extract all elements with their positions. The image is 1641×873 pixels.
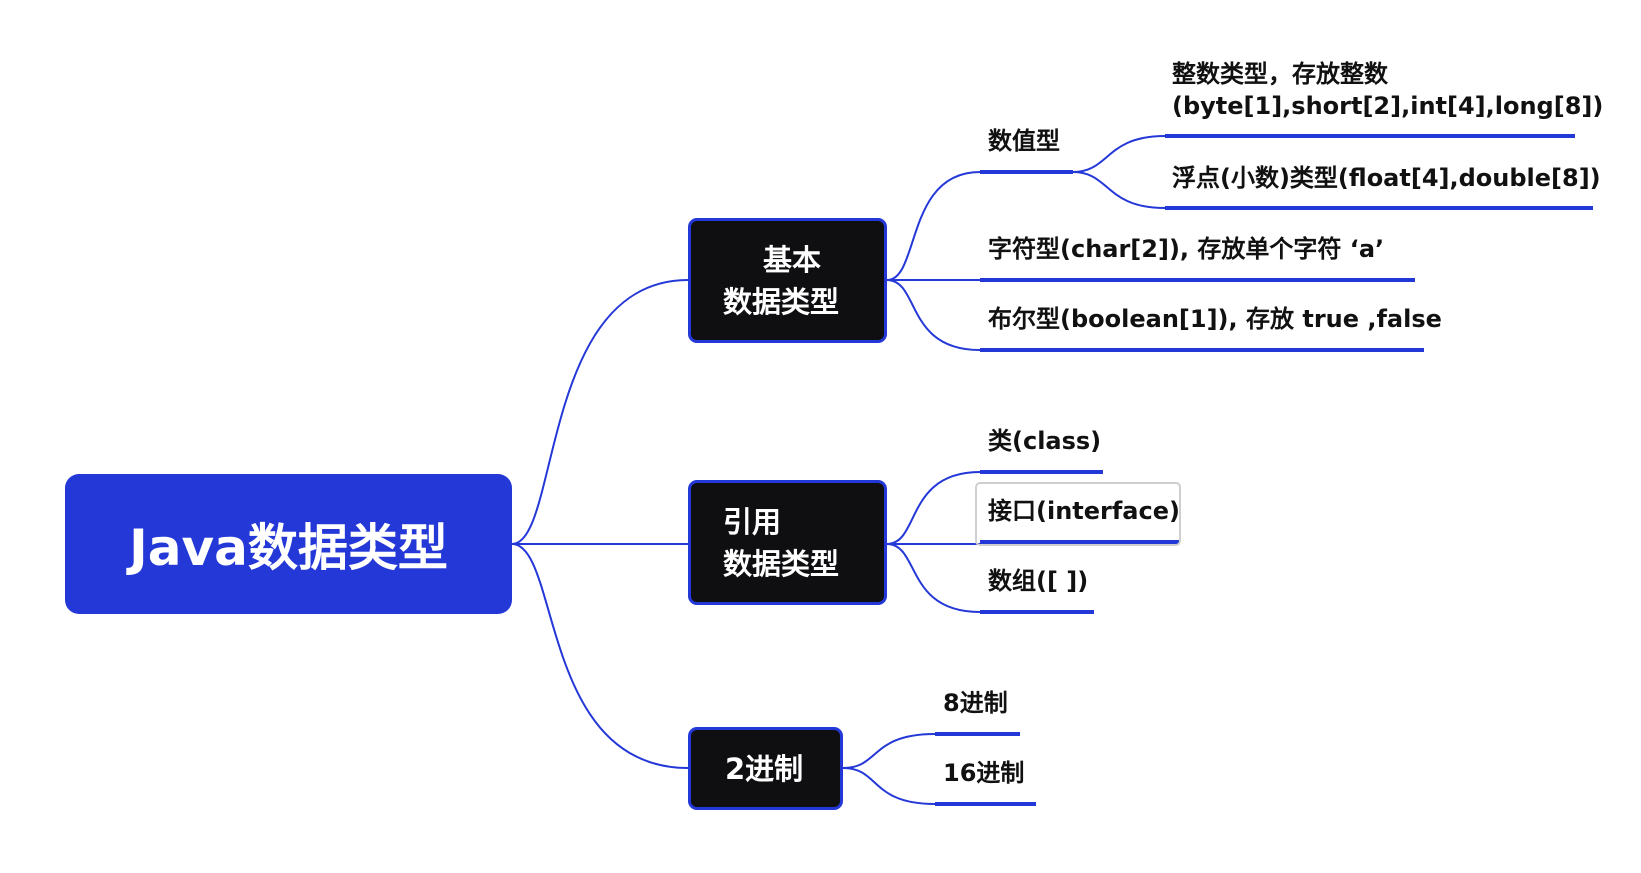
- edge-ref-class: [886, 471, 981, 545]
- edge-basic-numeric: [886, 171, 981, 281]
- edge-ref-array: [886, 543, 981, 613]
- node-label-line: 2进制: [725, 751, 804, 786]
- node-label: 16进制: [943, 759, 1025, 787]
- edge-bin-8: [842, 733, 936, 769]
- node-binary[interactable]: 2进制: [688, 727, 843, 810]
- node-label-line: (byte[1],short[2],int[4],long[8]): [1172, 92, 1604, 120]
- root-label: Java数据类型: [129, 519, 448, 577]
- node-label-line: 数据类型: [723, 284, 840, 319]
- node-basic-types[interactable]: 基本 数据类型: [688, 218, 887, 343]
- node-label: 字符型(char[2]), 存放单个字符 ‘a’: [988, 235, 1385, 263]
- node-numeric[interactable]: 数值型: [988, 125, 1060, 157]
- edge-basic-bool: [886, 279, 981, 351]
- node-array[interactable]: 数组([ ]): [988, 565, 1088, 597]
- node-interface[interactable]: 接口(interface): [988, 495, 1180, 527]
- root-node[interactable]: Java数据类型: [65, 474, 512, 614]
- node-reference-types[interactable]: 引用 数据类型: [688, 480, 887, 605]
- edge-numeric-int: [1072, 135, 1166, 173]
- node-label-line: 基本: [763, 242, 822, 277]
- edge-root-basic: [511, 279, 689, 545]
- node-label-line: 引用: [723, 504, 782, 539]
- edge-bin-16: [842, 767, 936, 805]
- node-class[interactable]: 类(class): [988, 425, 1101, 457]
- node-label: 布尔型(boolean[1]), 存放 true ,false: [988, 305, 1442, 333]
- node-bool-type[interactable]: 布尔型(boolean[1]), 存放 true ,false: [988, 303, 1442, 335]
- node-label-line: 整数类型，存放整数: [1172, 60, 1388, 88]
- node-octal[interactable]: 8进制: [943, 687, 1008, 719]
- edge-numeric-float: [1072, 171, 1166, 209]
- node-label: 浮点(小数)类型(float[4],double[8]): [1172, 164, 1601, 192]
- node-integer-type[interactable]: 整数类型，存放整数 (byte[1],short[2],int[4],long[…: [1172, 58, 1603, 122]
- node-label: 数值型: [988, 127, 1060, 155]
- node-label-line: 数据类型: [723, 546, 840, 581]
- node-label: 接口(interface): [988, 497, 1180, 525]
- node-label: 8进制: [943, 689, 1008, 717]
- node-float-type[interactable]: 浮点(小数)类型(float[4],double[8]): [1172, 162, 1601, 194]
- node-label: 数组([ ]): [988, 567, 1089, 595]
- node-hex[interactable]: 16进制: [943, 757, 1024, 789]
- edge-root-bin: [511, 543, 689, 769]
- selection-box: [975, 482, 1181, 546]
- node-label: 类(class): [988, 427, 1102, 455]
- node-char-type[interactable]: 字符型(char[2]), 存放单个字符 ‘a’: [988, 233, 1384, 265]
